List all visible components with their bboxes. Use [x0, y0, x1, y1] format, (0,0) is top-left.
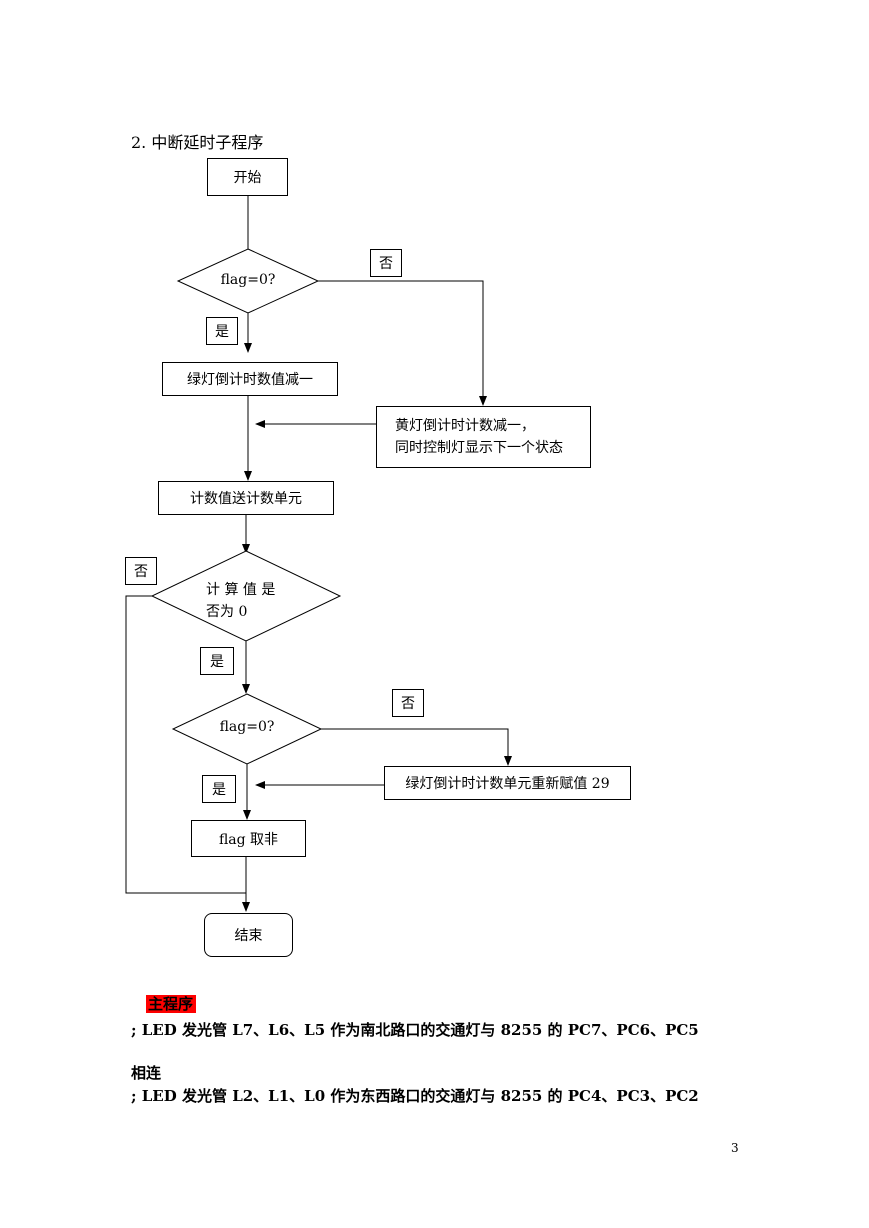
decision3-yes-label: 是 [202, 775, 236, 803]
decision3-no-label: 否 [392, 689, 424, 717]
decision3-text: flag=0? [219, 719, 275, 735]
decision1-text: flag=0? [220, 272, 276, 288]
decision2-text-line1: 计 算 值 是 [206, 582, 276, 598]
connector-decision2-no [125, 595, 246, 894]
yellow-decrement-line2: 同时控制灯显示下一个状态 [395, 440, 563, 456]
decision1-yes-label: 是 [206, 317, 238, 345]
connector-decision3-no [321, 728, 512, 766]
yellow-decrement-box: 黄灯倒计时计数减一， 同时控制灯显示下一个状态 [376, 406, 591, 468]
decision2-text-line2: 否为 0 [206, 604, 248, 620]
comment-line-1-cont: 相连 [131, 1064, 162, 1082]
page-number: 3 [731, 1141, 739, 1155]
comment-line-1: ; LED 发光管 L7、L6、L5 作为南北路口的交通灯与 8255 的 PC… [131, 1021, 699, 1039]
decision2-yes-label: 是 [200, 647, 234, 675]
connector-decision1-no [318, 280, 487, 406]
main-program-title-text: 主程序 [146, 995, 197, 1013]
main-program-title: 主程序 [146, 993, 197, 1014]
start-node: 开始 [207, 158, 288, 196]
decision1-no-label: 否 [370, 249, 402, 277]
yellow-decrement-line1: 黄灯倒计时计数减一， [395, 418, 535, 434]
send-count-box: 计数值送计数单元 [158, 481, 334, 515]
reassign-box: 绿灯倒计时计数单元重新赋值 29 [384, 766, 631, 800]
comment-line-2: ; LED 发光管 L2、L1、L0 作为东西路口的交通灯与 8255 的 PC… [131, 1087, 699, 1105]
negate-flag-box: flag 取非 [191, 820, 306, 857]
green-decrement-box: 绿灯倒计时数值减一 [162, 362, 338, 396]
decision2-no-label: 否 [125, 557, 157, 585]
end-node: 结束 [204, 913, 293, 957]
section-heading: 2. 中断延时子程序 [131, 133, 264, 152]
